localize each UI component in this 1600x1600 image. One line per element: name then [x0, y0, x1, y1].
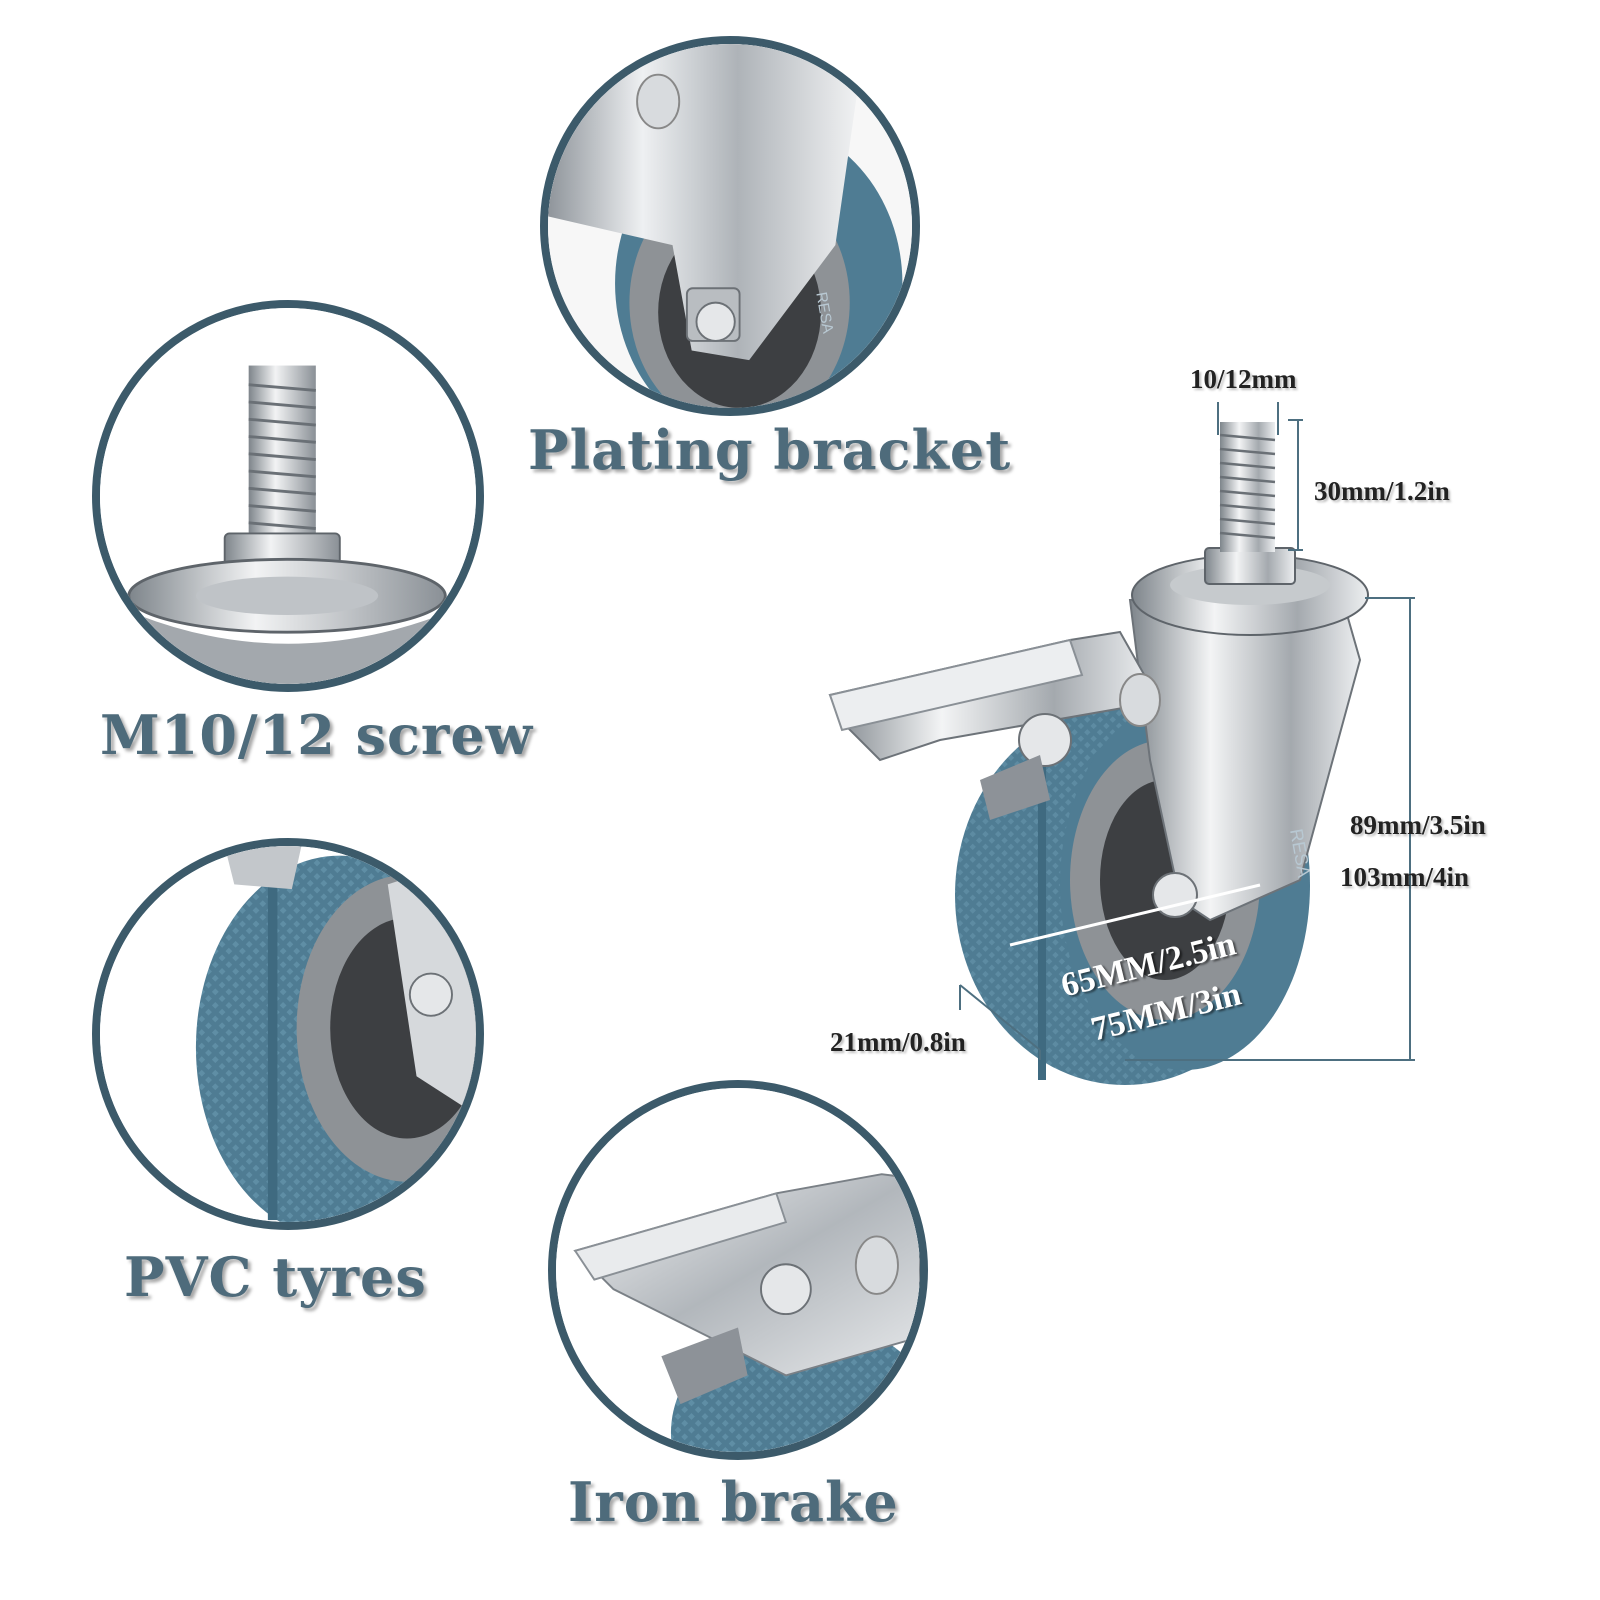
- iron-brake-closeup: [548, 1080, 928, 1460]
- thread-length-label: 30mm/1.2in: [1314, 476, 1450, 506]
- screw-closeup: [92, 300, 484, 692]
- pvc-tyres-caption: PVC tyres: [124, 1245, 427, 1309]
- plating-bracket-closeup: RESA: [540, 36, 920, 416]
- screw-caption: M10/12 screw: [100, 703, 534, 767]
- plating-bracket-image: RESA: [548, 44, 912, 408]
- body-height-label: 89mm/3.5in: [1350, 810, 1486, 840]
- iron-brake-image: [556, 1088, 920, 1452]
- screw-image: [100, 308, 476, 684]
- wheel-width-label: 21mm/0.8in: [830, 1027, 966, 1057]
- plating-bracket-caption: Plating bracket: [528, 418, 1012, 482]
- iron-brake-caption: Iron brake: [568, 1470, 899, 1534]
- pvc-tyres-closeup: [92, 838, 484, 1230]
- caster-wheel-diagram: RESA: [820, 360, 1600, 1120]
- caster-wheel-image: RESA: [828, 402, 1415, 1085]
- total-height-label: 103mm/4in: [1340, 862, 1470, 892]
- pvc-tyres-image: [100, 846, 476, 1222]
- thread-diameter-label: 10/12mm: [1190, 364, 1297, 394]
